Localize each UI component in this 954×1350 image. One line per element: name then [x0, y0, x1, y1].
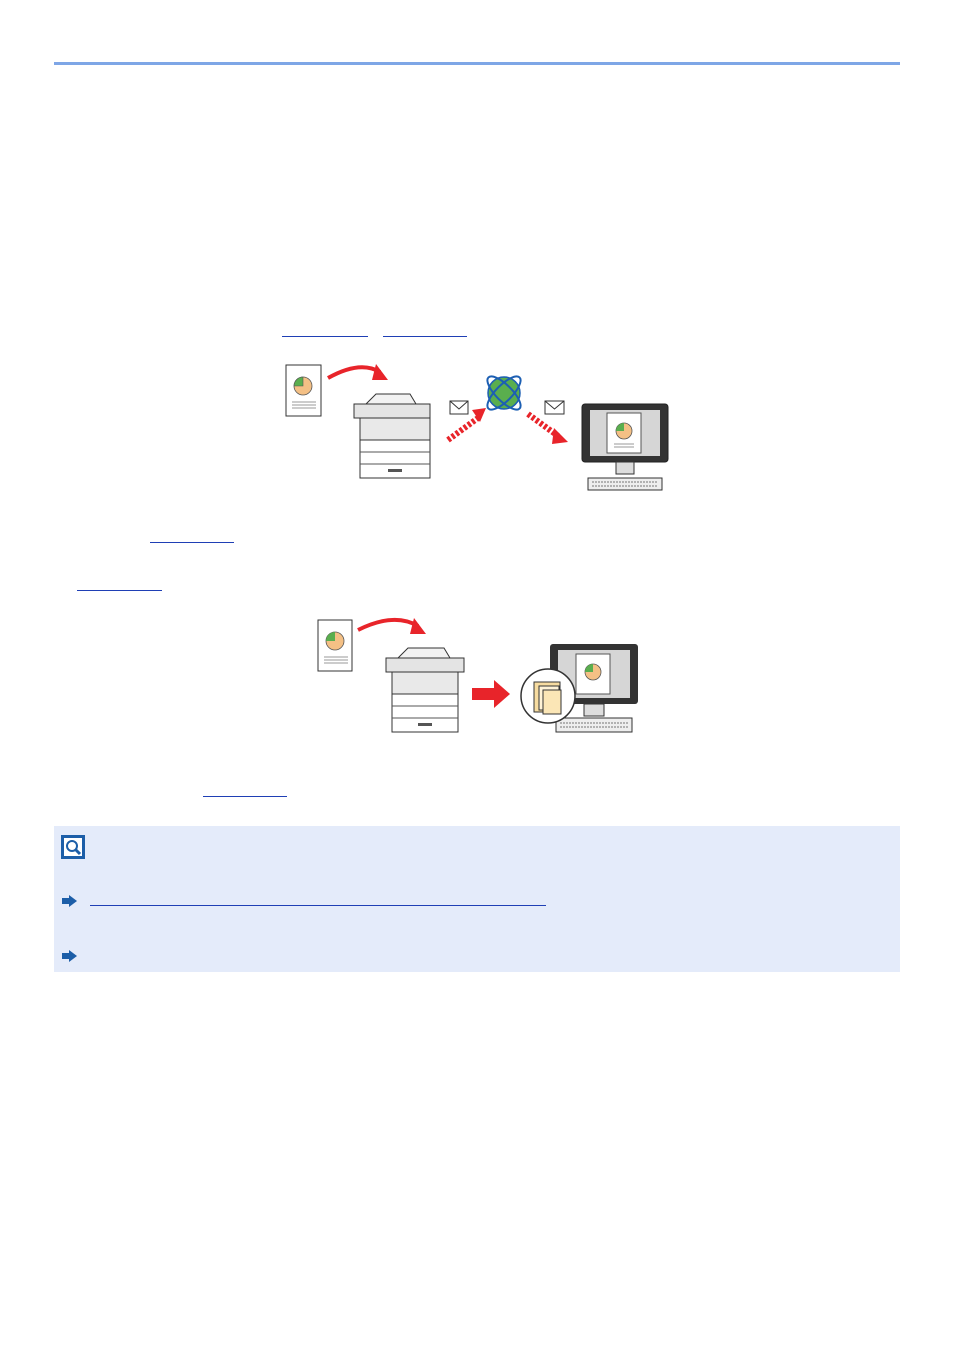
note-panel: [54, 826, 900, 972]
envelope-icon: [544, 400, 565, 415]
link-underline-2[interactable]: [383, 336, 467, 337]
feed-arrow-icon: [357, 617, 420, 632]
shared-folder-icon: [520, 668, 576, 724]
link-underline-5[interactable]: [203, 796, 287, 797]
note-pencil-icon: [61, 835, 85, 859]
envelope-icon: [449, 400, 469, 415]
reference-arrow-icon: [62, 895, 77, 907]
link-underline-4[interactable]: [77, 590, 162, 591]
computer-icon: [581, 403, 669, 491]
transfer-arrow-icon: [472, 680, 510, 708]
document-icon: [285, 364, 322, 417]
send-email-illustration: [285, 364, 669, 491]
network-globe-icon: [486, 375, 522, 411]
send-folder-illustration: [317, 617, 638, 733]
note-link-underline[interactable]: [90, 905, 546, 906]
send-arrow-icon: [446, 415, 480, 443]
document-icon: [317, 619, 353, 672]
link-underline-3[interactable]: [150, 542, 234, 543]
printer-icon: [385, 647, 465, 733]
printer-icon: [353, 393, 431, 479]
link-underline-1[interactable]: [282, 336, 368, 337]
feed-arrow-icon: [327, 365, 382, 380]
header-rule: [54, 62, 900, 65]
reference-arrow-icon: [62, 950, 77, 962]
